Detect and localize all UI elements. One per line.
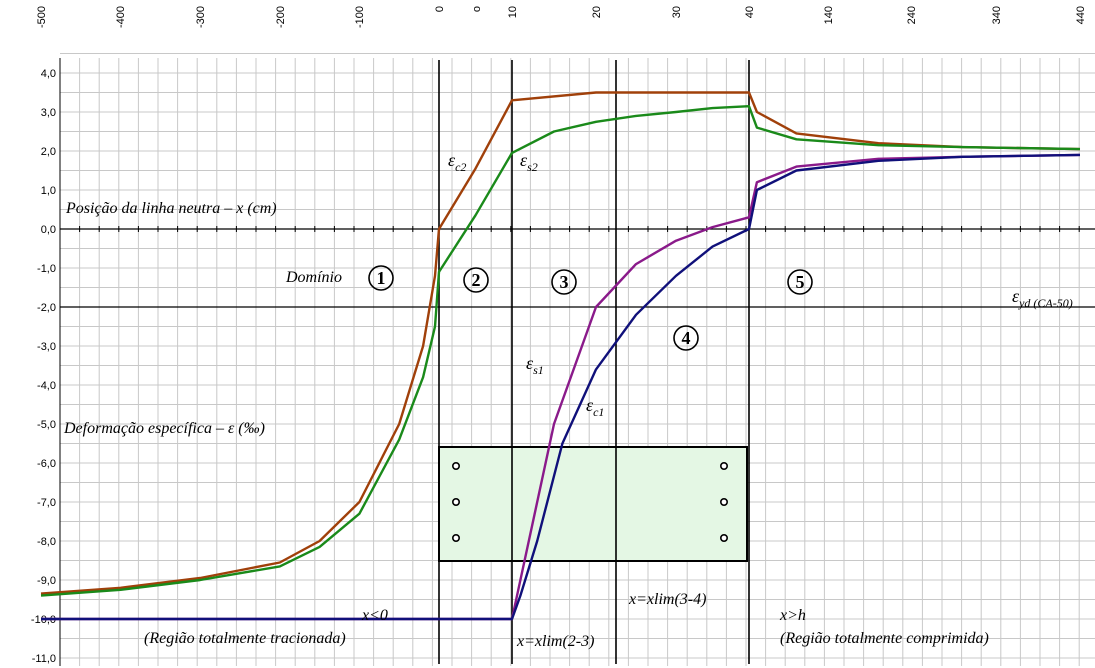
y-tick-label: 3,0 — [41, 107, 56, 119]
y-tick-label: -6,0 — [37, 458, 56, 470]
label-ec2: εc2 — [448, 150, 466, 174]
x-tick-label: 0 — [434, 6, 446, 12]
annotation-tracionada: (Região totalmente tracionada) — [144, 630, 346, 647]
label-es1: εs1 — [526, 353, 544, 377]
domain-marker-2: 2 — [463, 267, 489, 293]
y-tick-label: -5,0 — [37, 419, 56, 431]
rebar-dot — [451, 497, 460, 506]
x-tick-label: -400 — [115, 6, 127, 28]
x-tick-label: 10 — [507, 6, 519, 18]
y-tick-label: -3,0 — [37, 341, 56, 353]
rebar-dot — [719, 461, 728, 470]
x-tick-label: 40 — [744, 6, 756, 18]
series-line-c1 — [41, 153, 1081, 621]
rebar-dot — [719, 497, 728, 506]
annotation-x-lt-0: x<0 — [361, 607, 388, 624]
y-tick-label: -8,0 — [37, 536, 56, 548]
series-line-s2 — [40, 105, 1081, 597]
y-tick-label: 1,0 — [41, 185, 56, 197]
y-tick-label: -2,0 — [37, 302, 56, 314]
domain-marker-5: 5 — [787, 269, 813, 295]
annotation-comprimida: (Região totalmente comprimida) — [780, 630, 989, 647]
x-tick-labels: -500 -400 -300 -200 -100 0 o 10 20 30 40 140 240 340 4… — [36, 6, 1087, 28]
annotation-dominio: Domínio — [285, 269, 342, 286]
x-axis-label: Posição da linha neutra – x (cm) — [65, 200, 277, 217]
series-layer — [40, 91, 1081, 621]
y-tick-label: -9,0 — [37, 575, 56, 587]
annotation-xlim23: x=xlim(2-3) — [516, 633, 594, 650]
x-tick-label: -200 — [275, 6, 287, 28]
rebar-dot — [719, 533, 728, 542]
svg-text:4: 4 — [682, 328, 691, 348]
domain-marker-4: 4 — [673, 325, 699, 351]
y-tick-label: 0,0 — [41, 224, 56, 236]
label-es2: εs2 — [520, 150, 538, 174]
section-box — [438, 446, 748, 562]
domain-marker-1: 1 — [368, 265, 394, 291]
svg-text:3: 3 — [560, 272, 569, 292]
axes — [59, 58, 1095, 666]
y-tick-label: 4,0 — [41, 68, 56, 80]
x-tick-label: 140 — [823, 6, 835, 24]
rebar-dot — [451, 533, 460, 542]
x-tick-label: -100 — [354, 6, 366, 28]
x-tick-label: 340 — [991, 6, 1003, 24]
label-ec1: εc1 — [586, 395, 604, 419]
y-tick-label: -1,0 — [37, 263, 56, 275]
svg-text:2: 2 — [472, 270, 481, 290]
x-tick-label: 440 — [1075, 6, 1087, 24]
x-tick-label: 30 — [671, 6, 683, 18]
y-tick-label: -4,0 — [37, 380, 56, 392]
y-axis-label: Deformação específica – ε (‰) — [63, 420, 265, 437]
rebars — [451, 461, 728, 542]
annotation-xlim34: x=xlim(3-4) — [628, 591, 706, 608]
x-tick-label: o — [471, 6, 483, 12]
y-tick-label: 2,0 — [41, 146, 56, 158]
series-line-s1 — [41, 153, 1081, 621]
label-eyd: εyd (CA-50) — [1012, 286, 1073, 310]
y-tick-label: -7,0 — [37, 497, 56, 509]
x-tick-label: 240 — [906, 6, 918, 24]
rebar-dot — [451, 461, 460, 470]
x-tick-label: -500 — [36, 6, 48, 28]
x-tick-label: -300 — [195, 6, 207, 28]
svg-text:1: 1 — [377, 268, 386, 288]
x-tick-label: 20 — [591, 6, 603, 18]
domain-marker-3: 3 — [551, 269, 577, 295]
annotation-x-gt-h: x>h — [779, 607, 806, 624]
y-tick-label: -11,0 — [32, 653, 56, 665]
series-line-c2 — [40, 91, 1081, 595]
svg-text:5: 5 — [796, 272, 805, 292]
